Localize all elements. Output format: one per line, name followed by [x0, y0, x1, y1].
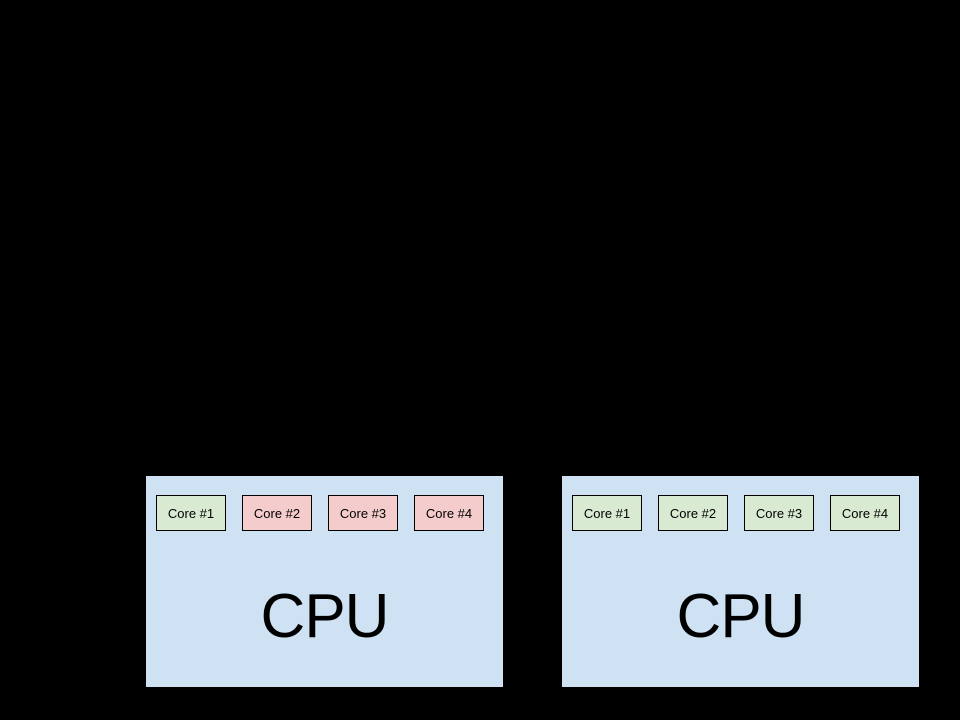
core-label: Core #3 — [339, 505, 387, 521]
core-label: Core #4 — [425, 505, 473, 521]
core-box-4: Core #4 — [830, 495, 900, 531]
core-label: Core #3 — [755, 505, 803, 521]
core-label: Core #2 — [669, 505, 717, 521]
core-label: Core #1 — [167, 505, 215, 521]
cpu-label: CPU — [676, 582, 806, 651]
core-box-1: Core #1 — [156, 495, 226, 531]
core-box-3: Core #3 — [328, 495, 398, 531]
core-label: Core #2 — [253, 505, 301, 521]
core-box-3: Core #3 — [744, 495, 814, 531]
core-label: Core #4 — [841, 505, 889, 521]
cpu-box-right: Core #1 Core #2 Core #3 Core #4 CPU — [561, 475, 920, 688]
core-label: Core #1 — [583, 505, 631, 521]
core-box-2: Core #2 — [242, 495, 312, 531]
core-row: Core #1 Core #2 Core #3 Core #4 — [156, 495, 484, 531]
core-box-4: Core #4 — [414, 495, 484, 531]
core-row: Core #1 Core #2 Core #3 Core #4 — [572, 495, 900, 531]
core-box-1: Core #1 — [572, 495, 642, 531]
core-box-2: Core #2 — [658, 495, 728, 531]
cpu-box-left: Core #1 Core #2 Core #3 Core #4 CPU — [145, 475, 504, 688]
cpu-label: CPU — [260, 582, 390, 651]
